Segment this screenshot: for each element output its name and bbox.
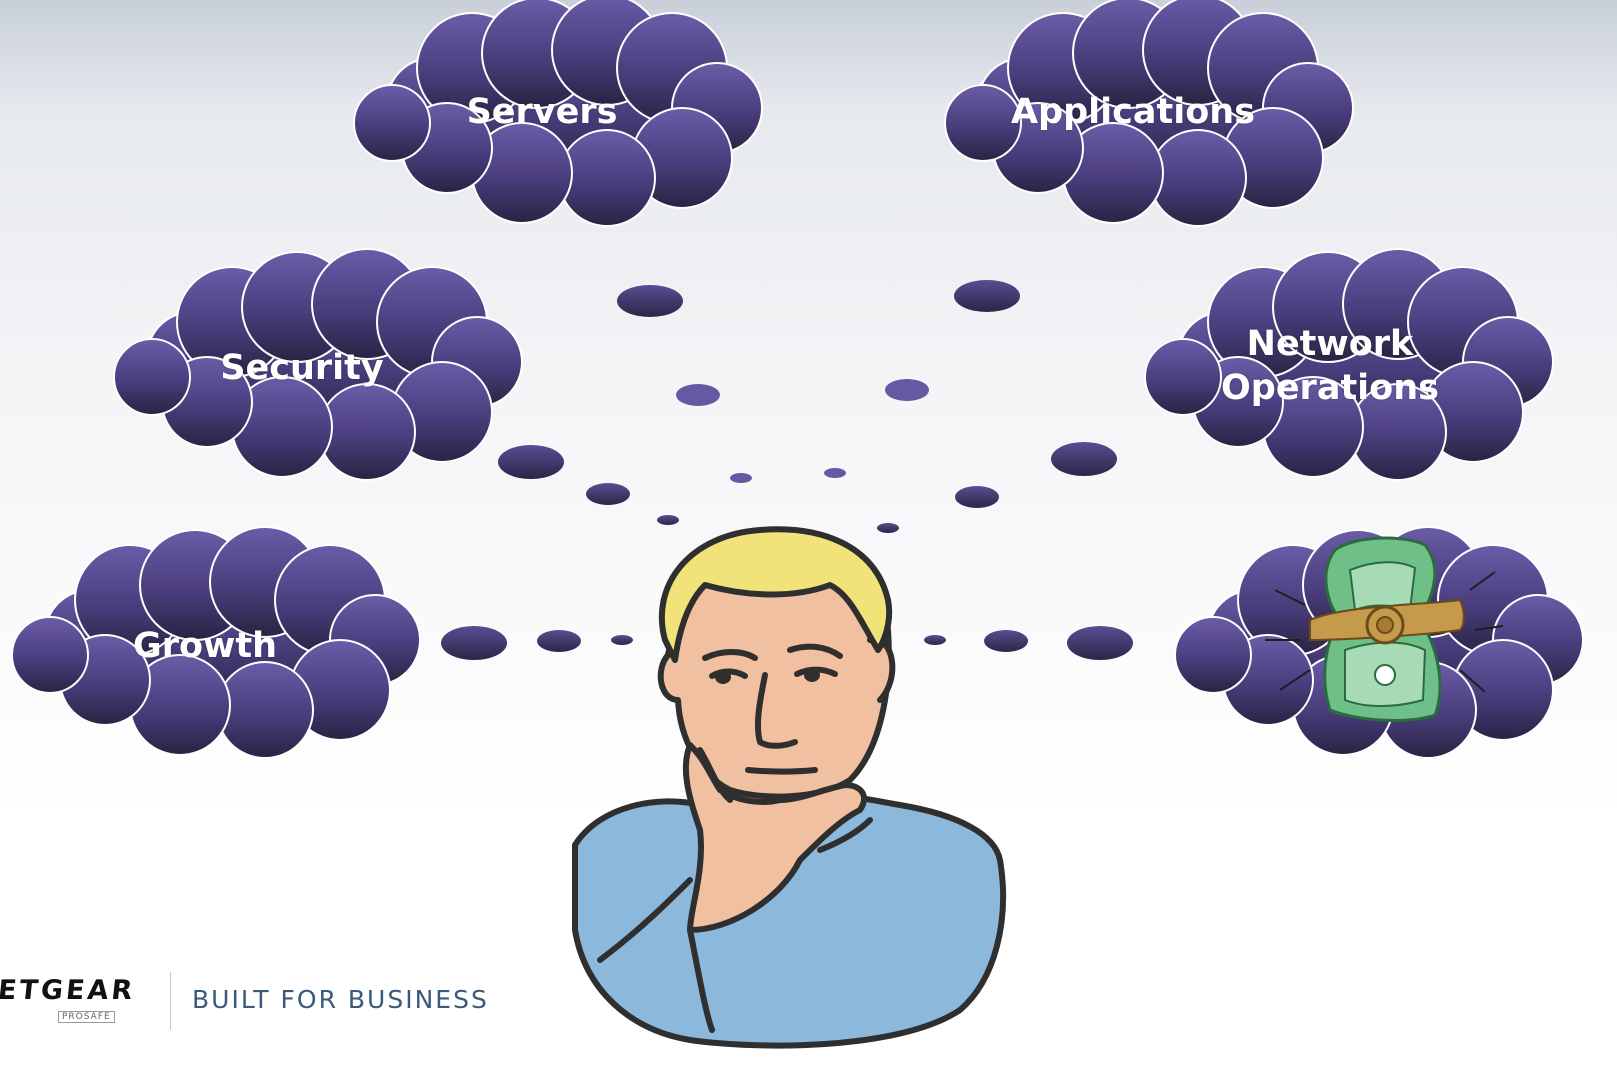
thought-bubble: [657, 515, 679, 525]
thinking-man-illustration: [572, 526, 1006, 1049]
thought-bubble: [984, 630, 1028, 652]
thought-bubble: [1051, 442, 1117, 476]
cloud-label-operations: Operations: [1221, 368, 1439, 408]
thought-bubble: [885, 379, 929, 401]
collar-left: [597, 877, 693, 963]
thought-bubble: [1067, 626, 1133, 660]
brand-tagline: BUILT FOR BUSINESS: [192, 985, 489, 1014]
thought-bubble: [617, 285, 683, 317]
hand: [682, 742, 867, 933]
left-eye: [709, 668, 748, 679]
cloud-label-applications: Applications: [1010, 92, 1256, 132]
nose: [754, 672, 798, 749]
footer-branding: ETGEAR PROSAFE BUILT FOR BUSINESS: [0, 972, 520, 1045]
thought-bubble: [954, 280, 1020, 312]
thought-bubble: [877, 523, 899, 533]
right-pupil: [804, 668, 820, 682]
thought-bubble: [537, 630, 581, 652]
thumb-line: [697, 747, 733, 803]
cloud-label-security: Security: [220, 348, 384, 388]
cloud-label-servers: Servers: [466, 92, 618, 132]
footer-divider: [170, 972, 171, 1030]
cloud-label-growth: Growth: [132, 626, 278, 666]
right-brow: [787, 643, 843, 659]
thought-bubble: [586, 483, 630, 505]
thought-bubbles: [441, 280, 1133, 660]
arm-line: [687, 927, 715, 1033]
mouth: [745, 767, 818, 775]
hair: [658, 526, 893, 663]
brand-logo-sub: PROSAFE: [58, 1011, 115, 1023]
thought-bubble: [824, 468, 846, 478]
thought-bubble: [441, 626, 507, 660]
left-brow: [702, 649, 758, 661]
thought-bubble: [955, 486, 999, 508]
brand-logo: ETGEAR: [0, 975, 137, 1006]
cloud-label-network-operations: Network Operations: [1210, 322, 1450, 410]
thought-bubble: [498, 445, 564, 479]
cloud-label-network: Network: [1246, 324, 1414, 364]
thought-bubble: [730, 473, 752, 483]
arm-fold: [817, 817, 873, 853]
thought-bubble: [924, 635, 946, 645]
thought-bubble: [676, 384, 720, 406]
money-bag-tied-icon: [1265, 536, 1504, 722]
left-pupil: [715, 670, 731, 684]
thought-bubble: [611, 635, 633, 645]
